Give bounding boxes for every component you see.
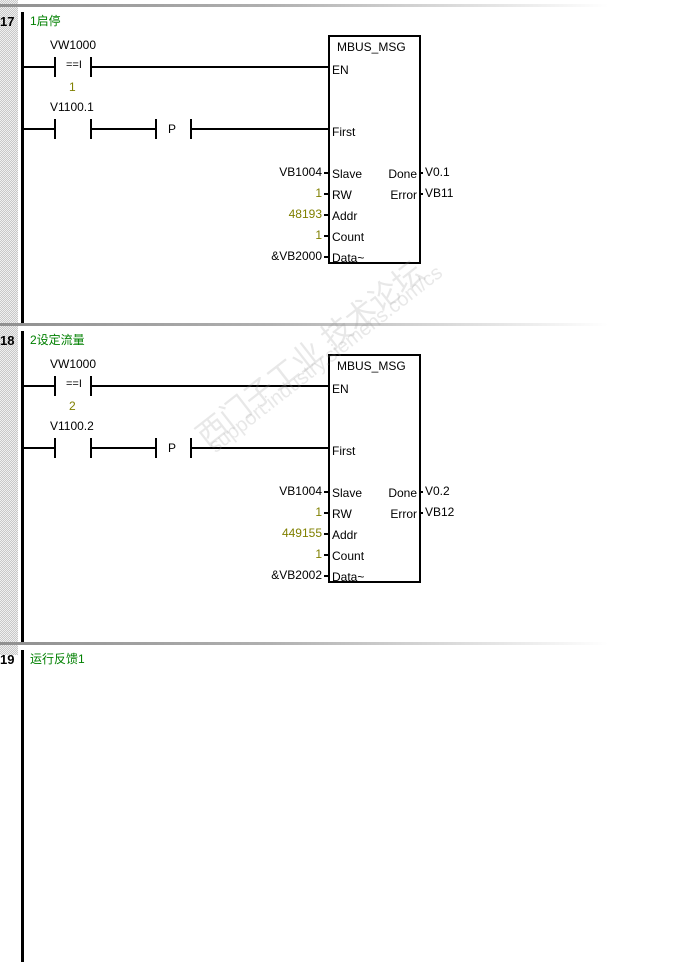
output-done-value[interactable]: V0.1 xyxy=(425,165,450,179)
network-separator xyxy=(0,4,676,7)
input-rw-value[interactable]: 1 xyxy=(315,186,322,200)
contact-bar xyxy=(54,119,56,139)
compare-operand[interactable]: VW1000 xyxy=(50,357,97,371)
pin-rw: RW xyxy=(332,507,352,521)
compare-operand[interactable]: VW1000 xyxy=(50,38,97,52)
pin-slave: Slave xyxy=(332,486,363,500)
pin-done: Done xyxy=(388,167,417,181)
pin-stub xyxy=(419,491,423,493)
contact-bar xyxy=(90,57,92,77)
pin-data: Data~ xyxy=(332,570,365,584)
edge-bar xyxy=(155,438,157,458)
pin-slave: Slave xyxy=(332,167,363,181)
input-count-value[interactable]: 1 xyxy=(315,547,322,561)
block-name: MBUS_MSG xyxy=(337,359,406,373)
network-19[interactable]: 19 运行反馈1 xyxy=(0,642,676,962)
pin-first: First xyxy=(332,125,356,139)
edge-bar xyxy=(190,119,192,139)
compare-value[interactable]: 2 xyxy=(69,399,76,413)
network-title[interactable]: 1启停 xyxy=(30,14,61,28)
pin-stub xyxy=(324,235,328,237)
pin-addr: Addr xyxy=(332,209,358,223)
rung-wire xyxy=(92,447,155,449)
positive-edge-label: P xyxy=(168,441,177,455)
pin-rw: RW xyxy=(332,188,352,202)
pin-stub xyxy=(324,575,328,577)
contact-bar xyxy=(54,438,56,458)
network-number: 17 xyxy=(0,14,15,29)
network-number: 18 xyxy=(0,333,15,348)
input-rw-value[interactable]: 1 xyxy=(315,505,322,519)
pin-stub xyxy=(324,512,328,514)
network-number: 19 xyxy=(0,652,15,667)
pin-stub xyxy=(324,533,328,535)
contact-operand[interactable]: V1100.2 xyxy=(50,419,94,433)
pin-stub xyxy=(324,554,328,556)
pin-count: Count xyxy=(332,549,365,563)
block-name: MBUS_MSG xyxy=(337,40,406,54)
rung-wire xyxy=(92,385,328,387)
pin-stub xyxy=(419,512,423,514)
input-count-value[interactable]: 1 xyxy=(315,228,322,242)
pin-stub xyxy=(419,172,423,174)
input-data-value[interactable]: &VB2000 xyxy=(271,249,322,263)
contact-bar xyxy=(90,376,92,396)
network-title[interactable]: 运行反馈1 xyxy=(30,652,85,666)
rung-wire xyxy=(24,128,54,130)
contact-operand[interactable]: V1100.1 xyxy=(50,100,94,114)
pin-stub xyxy=(324,172,328,174)
network-title[interactable]: 2设定流量 xyxy=(30,333,85,347)
rung-wire xyxy=(24,385,54,387)
input-addr-value[interactable]: 48193 xyxy=(288,207,322,221)
rung-wire xyxy=(24,66,54,68)
output-done-value[interactable]: V0.2 xyxy=(425,484,450,498)
pin-stub xyxy=(324,491,328,493)
pin-count: Count xyxy=(332,230,365,244)
pin-data: Data~ xyxy=(332,251,365,265)
positive-edge-label: P xyxy=(168,122,177,136)
output-error-value[interactable]: VB11 xyxy=(425,186,454,200)
contact-bar xyxy=(54,376,56,396)
compare-operator: ==I xyxy=(66,59,82,71)
rung-wire xyxy=(24,447,54,449)
network-gutter xyxy=(0,0,18,655)
contact-bar xyxy=(54,57,56,77)
output-error-value[interactable]: VB12 xyxy=(425,505,455,519)
input-slave-value[interactable]: VB1004 xyxy=(279,484,322,498)
contact-bar xyxy=(90,119,92,139)
pin-stub xyxy=(324,193,328,195)
network-separator xyxy=(0,323,676,326)
power-rail xyxy=(21,650,24,962)
contact-bar xyxy=(90,438,92,458)
input-data-value[interactable]: &VB2002 xyxy=(271,568,322,582)
pin-first: First xyxy=(332,444,356,458)
rung-wire xyxy=(192,128,328,130)
power-rail xyxy=(21,331,24,643)
pin-en: EN xyxy=(332,63,349,77)
pin-stub xyxy=(324,256,328,258)
pin-stub xyxy=(419,193,423,195)
pin-stub xyxy=(324,214,328,216)
rung-wire xyxy=(92,128,155,130)
network-separator xyxy=(0,642,676,645)
edge-bar xyxy=(190,438,192,458)
pin-en: EN xyxy=(332,382,349,396)
power-rail xyxy=(21,12,24,324)
compare-operator: ==I xyxy=(66,378,82,390)
pin-error: Error xyxy=(390,188,417,202)
pin-addr: Addr xyxy=(332,528,358,542)
rung-wire xyxy=(192,447,328,449)
input-slave-value[interactable]: VB1004 xyxy=(279,165,322,179)
compare-value[interactable]: 1 xyxy=(69,80,76,94)
pin-done: Done xyxy=(388,486,417,500)
pin-error: Error xyxy=(390,507,417,521)
rung-wire xyxy=(92,66,328,68)
edge-bar xyxy=(155,119,157,139)
input-addr-value[interactable]: 449155 xyxy=(281,526,322,540)
